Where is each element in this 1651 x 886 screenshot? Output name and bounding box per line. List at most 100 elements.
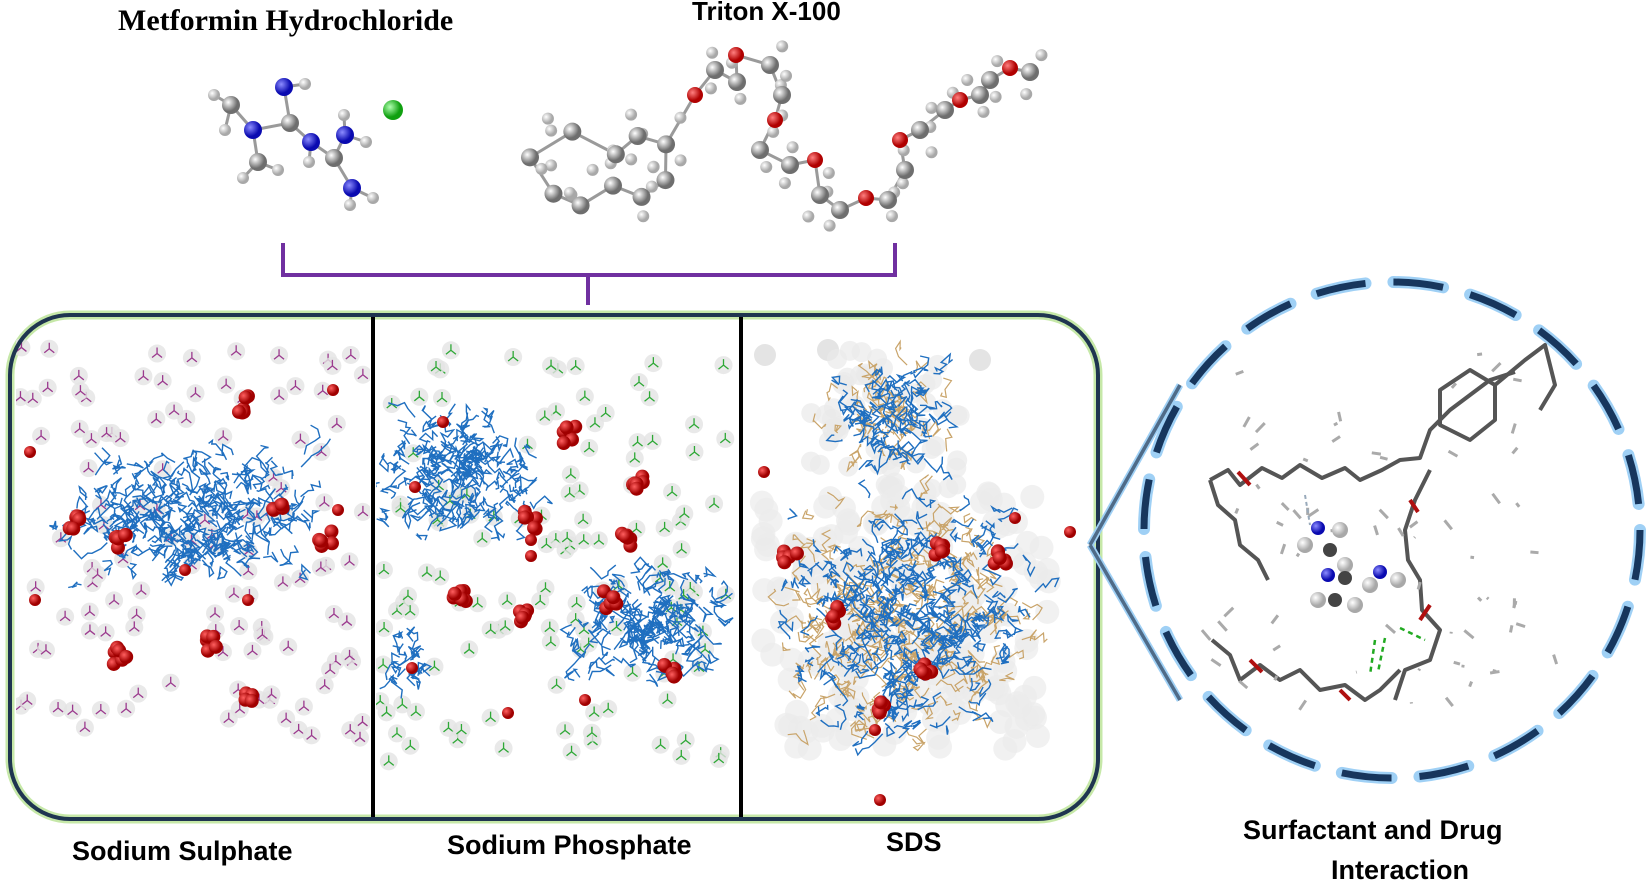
surfactant-chain [1021, 629, 1037, 641]
surfactant-chain [877, 595, 889, 607]
atom-h [237, 172, 249, 184]
sodium-ion [24, 446, 36, 458]
surfactant-stick [1209, 370, 1516, 487]
sodium-ion [525, 534, 537, 546]
surfactant-chain [842, 680, 852, 698]
surfactant-chain [216, 565, 228, 580]
drug-atom-h [1297, 537, 1313, 553]
atom-h [991, 55, 1004, 68]
counter-ion [233, 620, 245, 631]
surfactant-chain [979, 572, 1003, 588]
counter-ion [306, 729, 317, 740]
bracket [281, 243, 897, 305]
surfactant-chain [950, 668, 975, 675]
surfactant-chain [199, 493, 213, 511]
surfactant-chain [904, 397, 926, 417]
surfactant-chain [850, 607, 862, 623]
water-halo [932, 399, 953, 420]
surfactant-chain [877, 444, 890, 468]
surfactant-chain [1022, 608, 1031, 620]
water-halo [752, 578, 777, 603]
surfactant-chain [822, 668, 837, 686]
water-halo [777, 667, 802, 692]
surfactant-chain [647, 627, 657, 636]
counter-ion [421, 566, 433, 577]
surfactant-chain [904, 603, 922, 622]
counter-ion [571, 597, 583, 608]
hydrogen-bond [1304, 494, 1311, 526]
hydrogen-stick [1509, 625, 1514, 633]
counter-ion [655, 738, 666, 750]
surfactant-chain [981, 561, 1002, 587]
counter-ion [434, 570, 446, 581]
water-halo [969, 349, 991, 371]
surfactant-chain [666, 618, 682, 637]
counter-ion [647, 357, 659, 368]
surfactant-chain [600, 645, 611, 661]
surfactant-chain [937, 635, 956, 649]
counter-ion [27, 392, 39, 404]
surfactant-chain [871, 518, 882, 544]
counter-ion [138, 370, 149, 381]
surfactant-chain [199, 496, 218, 512]
surfactant-chain [916, 570, 928, 583]
surfactant-chain [882, 509, 908, 524]
surfactant-chain [223, 554, 242, 577]
surfactant-chain [891, 636, 903, 644]
surfactant-chain [656, 599, 672, 624]
surfactant-chain [960, 633, 978, 642]
counter-ion [180, 412, 192, 424]
surfactant-chain [418, 466, 431, 484]
surfactant-chain [921, 583, 930, 600]
surfactant-chain [104, 497, 123, 508]
counter-ion [282, 640, 294, 652]
panel-label-sds: SDS [886, 827, 942, 857]
counter-ion [383, 755, 395, 766]
surfactant-chain [376, 512, 390, 528]
counter-ion [402, 589, 414, 601]
surfactant-chain [469, 484, 482, 499]
drug-cluster-atom [517, 510, 532, 525]
surfactant-chain [872, 634, 893, 656]
atom-o [858, 190, 874, 206]
surfactant-chain [979, 656, 995, 676]
atom-c [281, 114, 299, 132]
atom-c [781, 156, 799, 174]
surfactant-chain [126, 462, 144, 469]
surfactant-chain [898, 570, 929, 596]
surfactant-chain [798, 557, 810, 569]
surfactant-chain [623, 613, 649, 629]
surfactant-chain [415, 661, 428, 675]
atom-c [521, 148, 540, 167]
counter-ion [230, 345, 242, 356]
counter-ion [315, 561, 327, 573]
surfactant-chain [611, 573, 626, 587]
drug-atom-h [1310, 592, 1326, 608]
surfactant-chain [853, 570, 870, 581]
counter-ion [539, 410, 551, 422]
water-halo [993, 736, 1018, 761]
surfactant-chain [817, 651, 840, 673]
counter-ion [540, 582, 551, 593]
surfactant-chain [881, 400, 898, 421]
hydrogen-bond [1376, 637, 1387, 673]
surfactant-chain [450, 500, 465, 512]
surfactant-chain [78, 485, 88, 501]
atom-h [541, 112, 554, 125]
surfactant-chain [844, 587, 869, 602]
surfactant-chain [969, 677, 981, 692]
hydrogen-stick [1491, 492, 1501, 505]
counter-ion [132, 687, 144, 699]
surfactant-stick [1208, 479, 1270, 581]
surfactant-chain [929, 630, 942, 647]
counter-ion [689, 446, 700, 457]
counter-ion [357, 505, 369, 517]
surfactant-chain [972, 712, 994, 723]
surfactant-chain [797, 631, 814, 643]
surfactant-chain [926, 586, 935, 602]
surfactant-chain [859, 409, 873, 419]
sodium-ion [327, 384, 339, 396]
surfactant-chain [942, 585, 959, 597]
surfactant-chain [910, 686, 930, 699]
surfactant-chain [492, 435, 509, 448]
